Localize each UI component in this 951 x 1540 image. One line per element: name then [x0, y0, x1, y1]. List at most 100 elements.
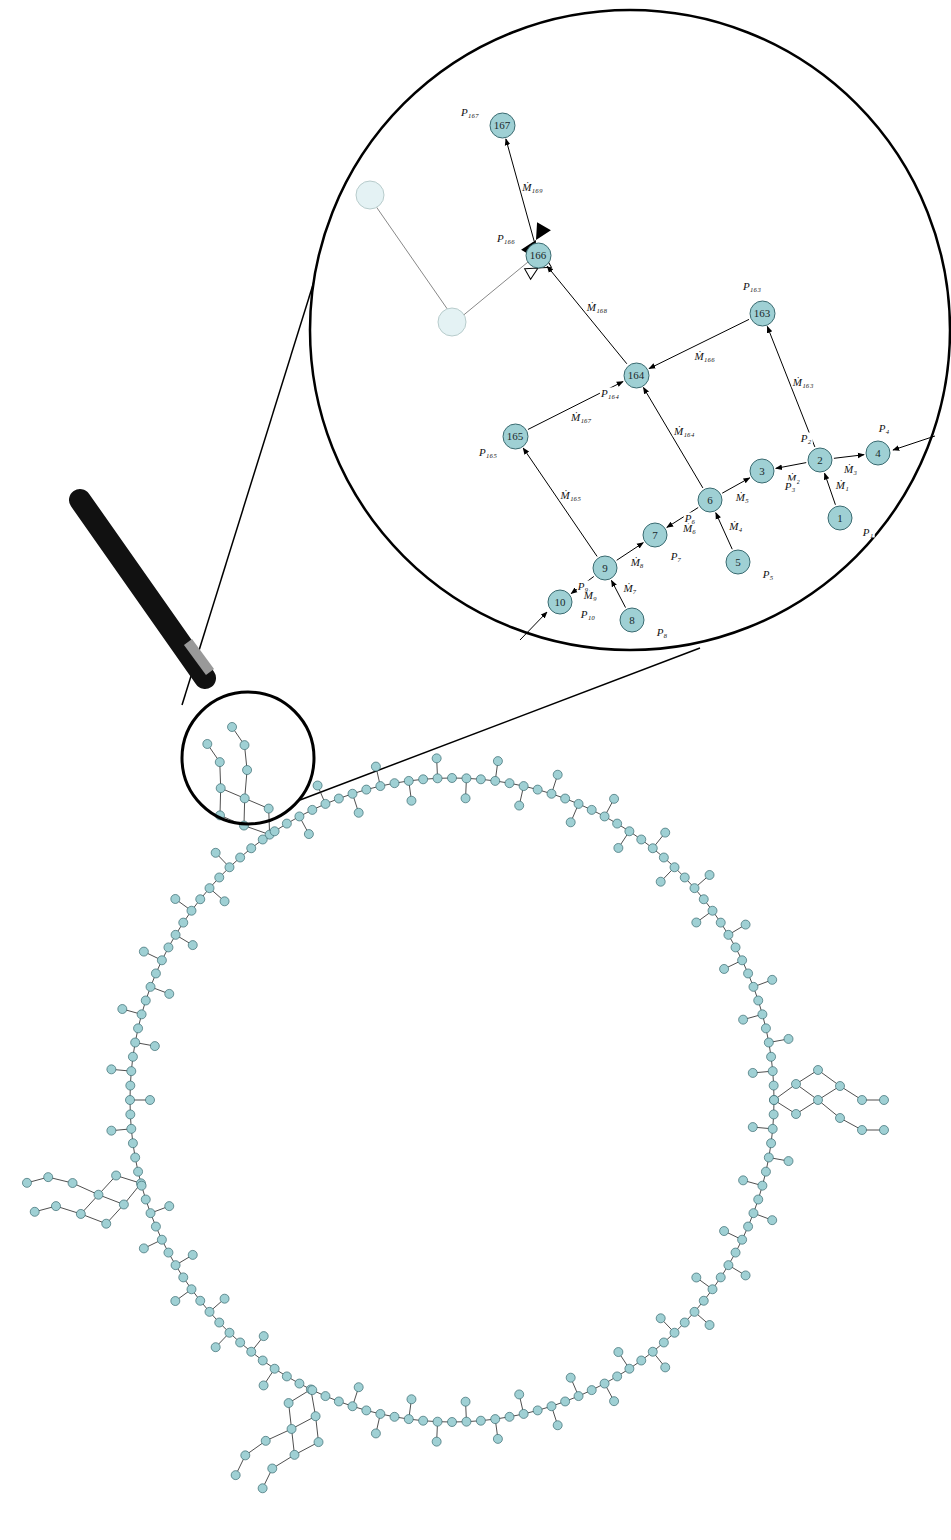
ring-node	[171, 1261, 180, 1270]
branch-node	[146, 1096, 155, 1105]
mass-flow-label: Ṁ₅	[735, 491, 750, 502]
pressure-label: P₇	[670, 551, 683, 562]
ring-node	[754, 1195, 763, 1204]
lattice-cluster	[770, 1066, 889, 1135]
ring-node	[146, 982, 155, 991]
branch-node	[313, 781, 322, 790]
junction-node: 166	[525, 242, 552, 269]
ring-node	[157, 1235, 166, 1244]
ring-node	[187, 906, 196, 915]
ring-node	[600, 812, 609, 821]
ring-node	[547, 789, 556, 798]
branch-node	[610, 794, 619, 803]
magnified-inset	[310, 10, 950, 650]
ring-node	[758, 1181, 767, 1190]
junction-node: 3	[749, 458, 775, 484]
pressure-label: P₃	[784, 481, 797, 492]
ring-node	[419, 1416, 428, 1425]
branch-node	[407, 1395, 416, 1404]
branch-node	[614, 843, 623, 852]
mass-flow-label: Ṁ₁₆₉	[521, 181, 544, 192]
cluster-node	[22, 1178, 31, 1187]
branch-node	[150, 1042, 159, 1051]
cluster-node	[102, 1219, 111, 1228]
ring-node	[134, 1167, 143, 1176]
branch-node	[107, 1065, 116, 1074]
junction-node: 165	[502, 423, 529, 450]
branch-node	[407, 796, 416, 805]
flow-arrow	[547, 266, 627, 364]
node-number: 6	[707, 495, 713, 506]
ring-node	[768, 1067, 777, 1076]
branch-node	[171, 1297, 180, 1306]
cluster-node	[216, 784, 225, 793]
ring-node	[321, 1392, 330, 1401]
flow-arrow	[767, 326, 815, 446]
junction-node: 1	[827, 505, 853, 531]
junction-node: 164	[623, 362, 650, 389]
ring-node	[390, 779, 399, 788]
cluster-node	[858, 1126, 867, 1135]
mass-flow-label: Ṁ₁	[835, 479, 850, 490]
flow-arrow	[528, 382, 623, 430]
ring-node	[770, 1096, 779, 1105]
branch-node	[259, 1332, 268, 1341]
cluster-node	[76, 1209, 85, 1218]
ring-node	[448, 774, 457, 783]
branch-node	[768, 975, 777, 984]
cluster-node	[261, 1436, 270, 1445]
ring-node	[282, 819, 291, 828]
node-number: 4	[875, 448, 881, 459]
branch-node	[661, 1363, 670, 1372]
node-number: 9	[602, 563, 608, 574]
branch-node	[741, 920, 750, 929]
ring-pipe	[130, 778, 774, 1422]
ring-node	[749, 982, 758, 991]
branch-node	[461, 1397, 470, 1406]
ring-node	[196, 895, 205, 904]
junction-node: 10	[547, 589, 573, 615]
branch-node	[748, 1123, 757, 1132]
ring-node	[680, 873, 689, 882]
cluster-node	[314, 1438, 323, 1447]
ring-node	[519, 782, 528, 791]
ring-node	[505, 779, 514, 788]
ring-node	[462, 1417, 471, 1426]
ring-node	[637, 1356, 646, 1365]
ring-node	[505, 1412, 514, 1421]
flow-arrow	[834, 455, 864, 459]
incoming-pipe	[520, 612, 547, 640]
ring-node	[724, 930, 733, 939]
ring-node	[308, 1386, 317, 1395]
ring-node	[205, 1307, 214, 1316]
cluster-node	[119, 1200, 128, 1209]
cluster-node	[814, 1066, 823, 1075]
node-number: 163	[754, 308, 771, 319]
ring-node	[128, 1139, 137, 1148]
branch-node	[432, 1437, 441, 1446]
ring-node	[690, 1307, 699, 1316]
cluster-node	[792, 1110, 801, 1119]
ring-node	[270, 1364, 279, 1373]
node-number: 164	[628, 370, 645, 381]
ring-node	[236, 1338, 245, 1347]
pressure-label: P₁₆₃	[742, 281, 762, 292]
ring-node	[404, 776, 413, 785]
ring-node	[362, 1406, 371, 1415]
branch-node	[739, 1015, 748, 1024]
branch-node	[220, 1294, 229, 1303]
ring-node	[433, 1417, 442, 1426]
ring-node	[768, 1124, 777, 1133]
pressure-label: P₈	[656, 627, 669, 638]
ring-node	[131, 1153, 140, 1162]
cluster-node	[311, 1412, 320, 1421]
ring-node	[587, 1386, 596, 1395]
ring-node	[561, 1397, 570, 1406]
ring-node	[225, 863, 234, 872]
pressure-label: P₅	[762, 569, 775, 580]
magnifier-collar	[188, 642, 210, 672]
branch-node	[354, 1383, 363, 1392]
branch-node	[165, 989, 174, 998]
junction-node: 167	[489, 112, 516, 139]
